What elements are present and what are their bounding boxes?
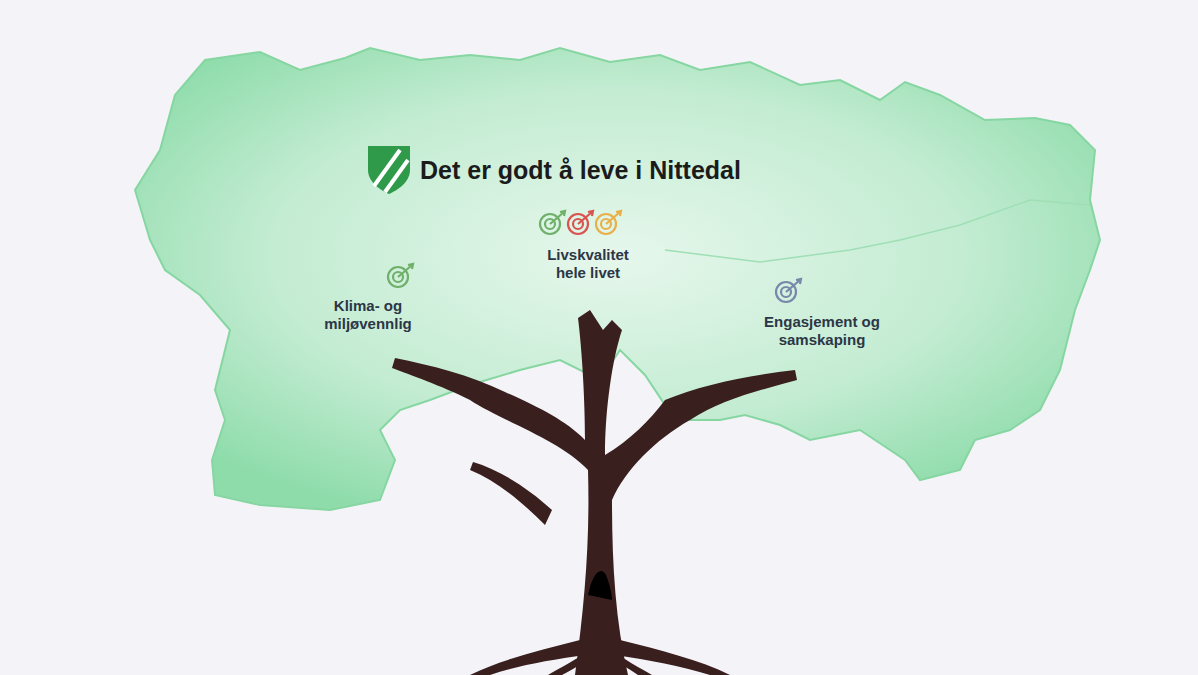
municipality-map — [135, 48, 1100, 510]
goal-label: Klima- og miljøvennlig — [306, 297, 431, 333]
logo-shield — [368, 146, 410, 194]
target-icons — [388, 211, 801, 302]
goal-label: Livskvalitet hele livet — [531, 246, 646, 282]
map-inner-line — [665, 200, 1090, 262]
tree — [392, 310, 797, 675]
goal-label: Engasjement og samskaping — [762, 313, 882, 349]
diagram-title: Det er godt å leve i Nittedal — [420, 155, 741, 185]
